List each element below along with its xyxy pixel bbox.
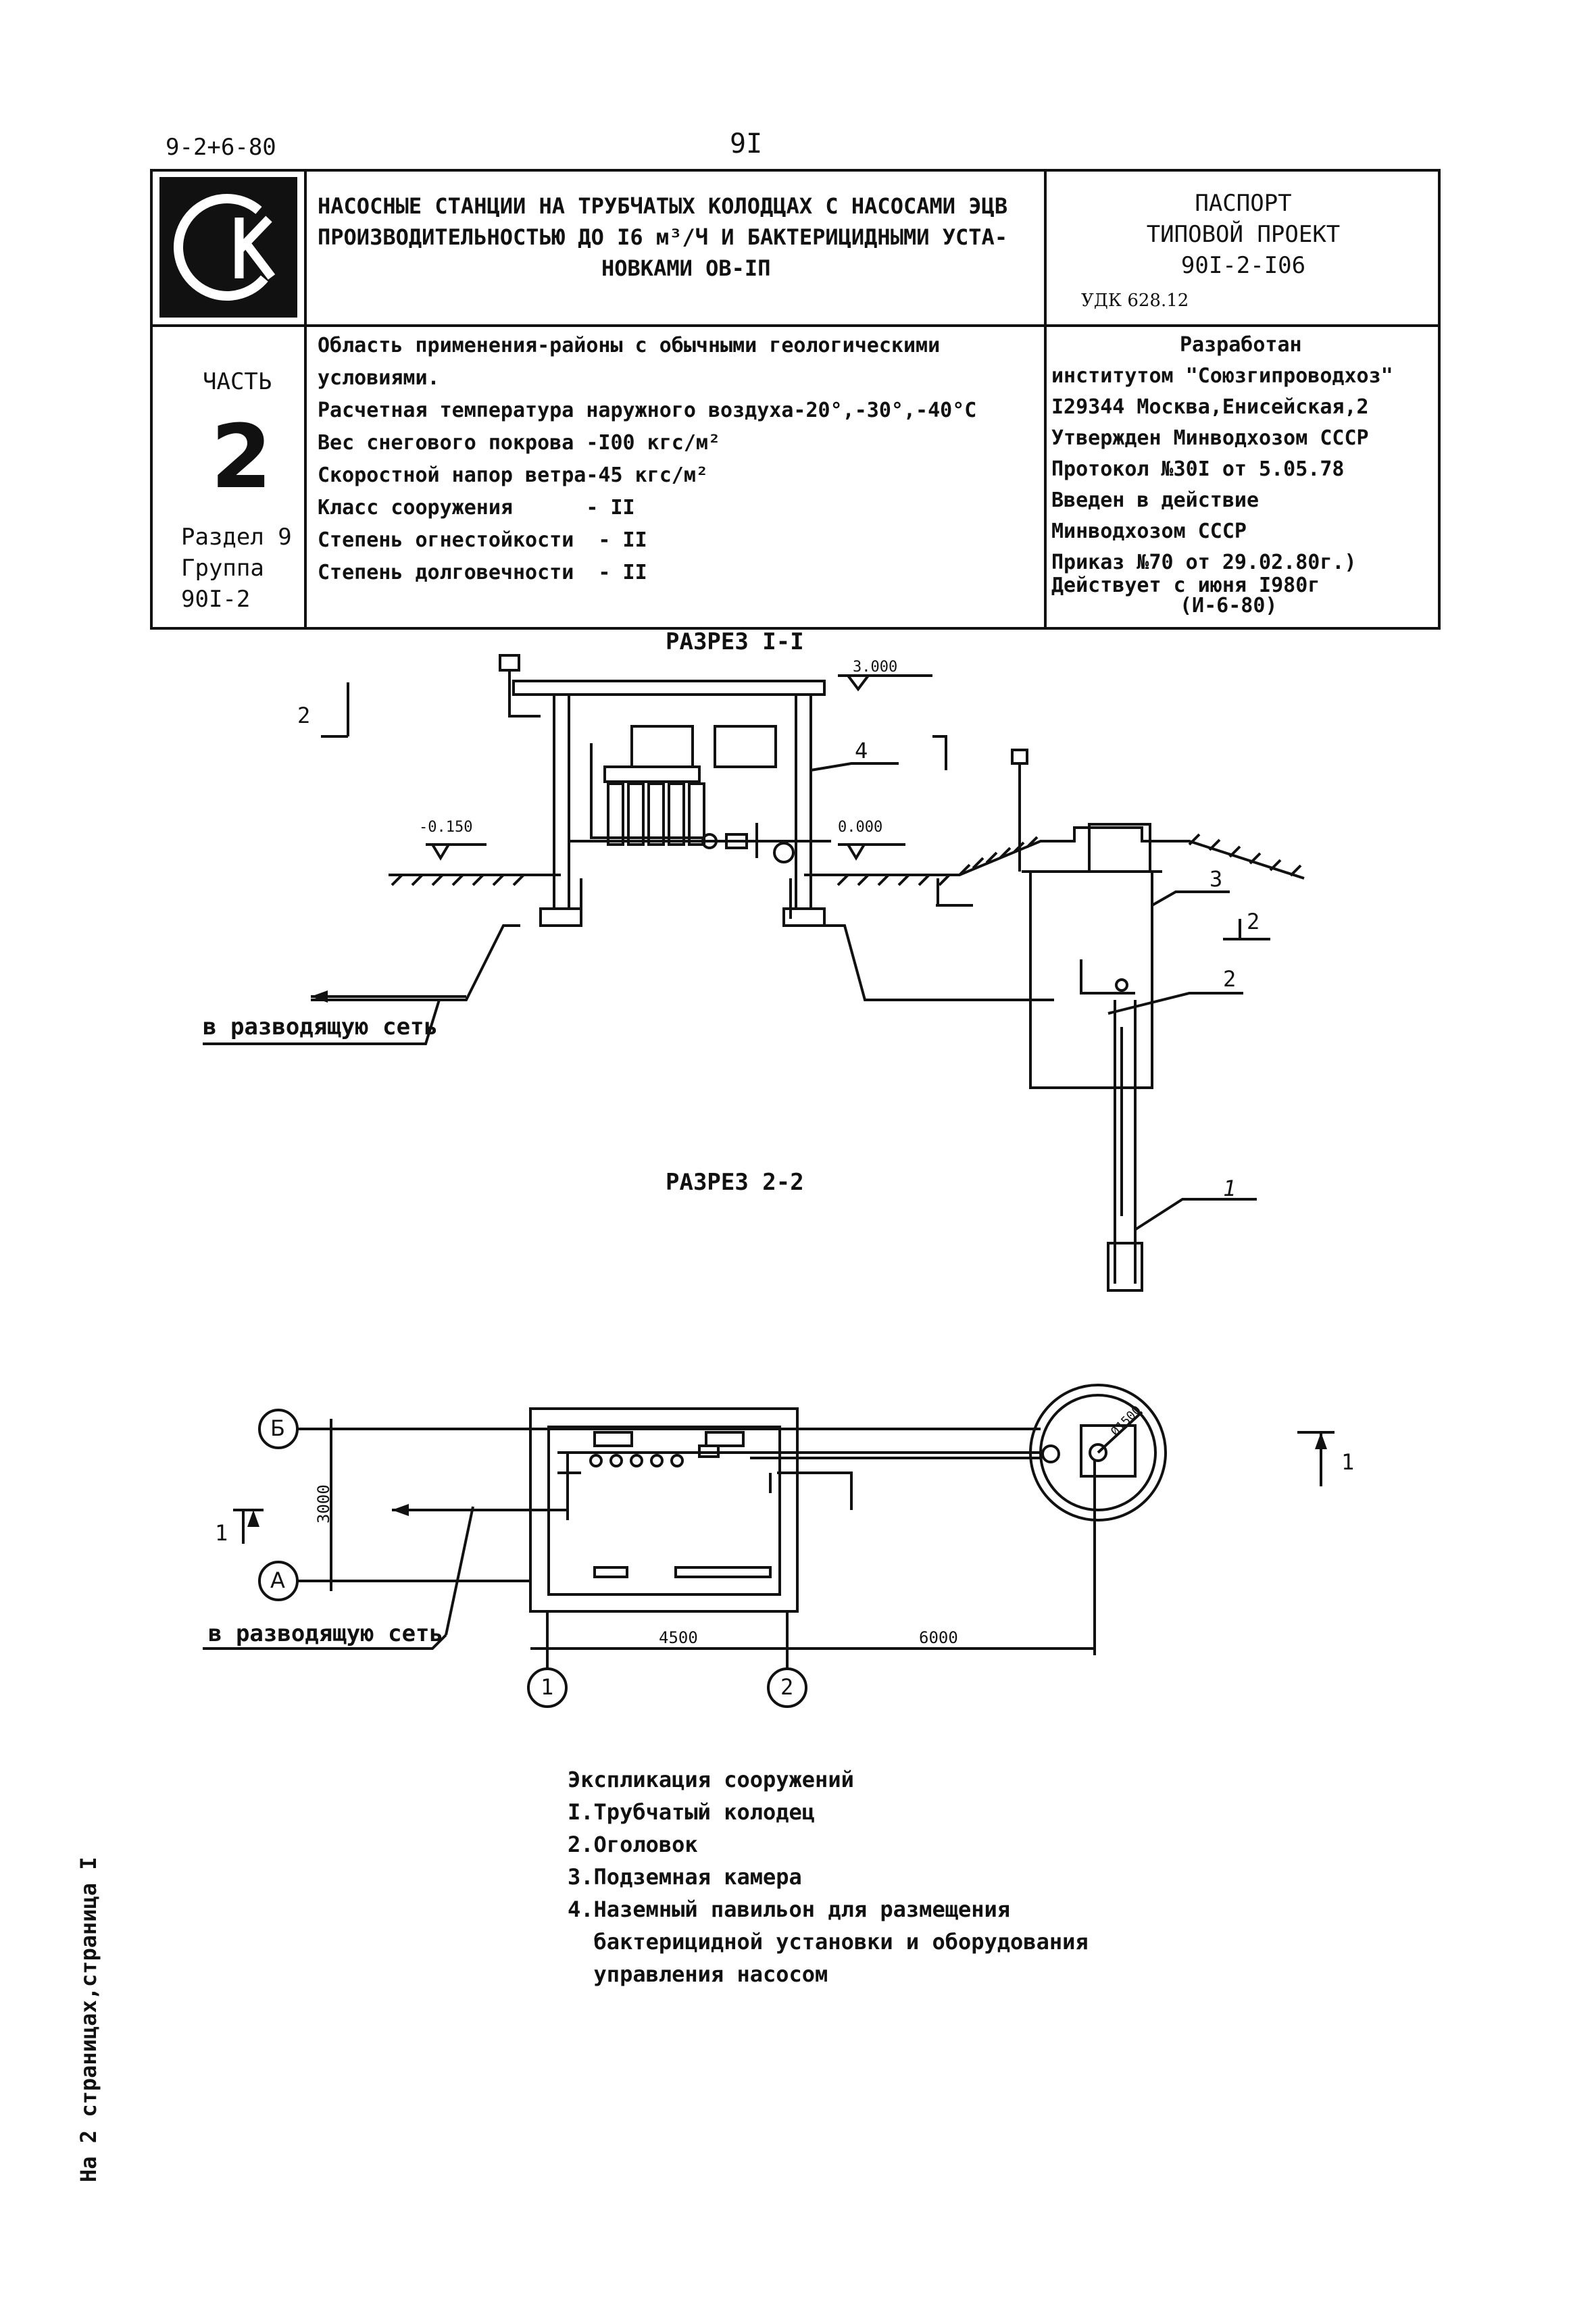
project-number: 90I-2-I06 bbox=[1180, 252, 1306, 279]
developer-line: I29344 Москва,Енисейская,2 bbox=[1051, 395, 1369, 419]
axis-a: А bbox=[270, 1567, 285, 1593]
callout-4: 4 bbox=[855, 738, 868, 763]
passport-block: ПАСПОРТ ТИПОВОЙ ПРОЕКТ 90I-2-I06 bbox=[1068, 188, 1419, 281]
legend-item: I.Трубчатый колодец bbox=[568, 1799, 816, 1825]
cut-mark-2-right: 2 bbox=[1247, 909, 1260, 934]
dim-width-1: 4500 bbox=[659, 1628, 698, 1647]
developer-line: Утвержден Минводхозом СССР bbox=[1051, 426, 1369, 450]
project-title-line: НОВКАМИ ОВ-IП bbox=[601, 255, 771, 281]
project-type: ТИПОВОЙ ПРОЕКТ bbox=[1146, 221, 1341, 248]
condition-line: Степень долговечности - II bbox=[318, 561, 647, 584]
plan-cut-right: 1 bbox=[1341, 1449, 1355, 1475]
developer-line: Разработан bbox=[1180, 333, 1302, 357]
callout-1: 1 bbox=[1223, 1176, 1237, 1201]
axis-2: 2 bbox=[780, 1674, 794, 1700]
section-2-title: РАЗРЕЗ 2-2 bbox=[666, 1169, 804, 1196]
callout-2: 2 bbox=[1223, 966, 1237, 992]
condition-line: условиями. bbox=[318, 366, 440, 390]
condition-line: Область применения-районы с обычными гео… bbox=[318, 334, 941, 357]
level-right: 0.000 bbox=[838, 819, 883, 836]
well-diameter: Ø1500 bbox=[1108, 1403, 1145, 1439]
developer-line: Действует с июня I980г bbox=[1051, 574, 1320, 597]
legend: Экспликация сооружений I.Трубчатый колод… bbox=[568, 1763, 1089, 1990]
callout-3: 3 bbox=[1210, 866, 1223, 892]
condition-line: Степень огнестойкости - II bbox=[318, 528, 647, 552]
developer-line: институтом "Союзгипроводхоз" bbox=[1051, 364, 1393, 388]
group-line: Группа bbox=[181, 555, 264, 582]
passport-title: ПАСПОРТ bbox=[1195, 190, 1292, 217]
legend-item: бактерицидной установки и оборудования bbox=[568, 1929, 1089, 1955]
dim-width-2: 6000 bbox=[919, 1628, 958, 1647]
dim-height: 3000 bbox=[314, 1484, 333, 1524]
section-group: Раздел 9 Группа 90I-2 bbox=[181, 522, 292, 615]
developer-line: (И-6-80) bbox=[1180, 594, 1278, 618]
developer-line: Минводхозом СССР bbox=[1051, 520, 1247, 543]
udk-code: УДК 628.12 bbox=[1081, 291, 1189, 311]
condition-line: Скоростной напор ветра-45 кгс/м² bbox=[318, 463, 708, 487]
plan-cut-left: 1 bbox=[215, 1520, 228, 1546]
legend-item: управления насосом bbox=[568, 1961, 828, 1987]
developer-line: Протокол №30I от 5.05.78 bbox=[1051, 457, 1345, 481]
condition-line: Расчетная температура наружного воздуха-… bbox=[318, 399, 977, 422]
section-line: Раздел 9 bbox=[181, 524, 292, 551]
ck-logo bbox=[159, 177, 297, 318]
cut-mark-2-left: 2 bbox=[297, 703, 311, 728]
project-title: НАСОСНЫЕ СТАНЦИИ НА ТРУБЧАТЫХ КОЛОДЦАХ С… bbox=[318, 191, 1007, 284]
doc-code: 9-2+6-80 bbox=[166, 134, 276, 161]
network-label-section: в разводящую сеть bbox=[203, 1013, 438, 1040]
group-number: 90I-2 bbox=[181, 586, 251, 613]
developer-info: Разработан институтом "Союзгипроводхоз" … bbox=[1051, 330, 1393, 622]
conditions-list: Область применения-районы с обычными гео… bbox=[318, 330, 976, 589]
developer-line: Введен в действие bbox=[1051, 488, 1260, 512]
axis-b: Б bbox=[270, 1415, 285, 1441]
network-label-plan: в разводящую сеть bbox=[208, 1620, 443, 1647]
legend-title: Экспликация сооружений bbox=[568, 1767, 854, 1792]
part-label: ЧАСТЬ bbox=[203, 368, 272, 395]
level-left: -0.150 bbox=[419, 819, 473, 836]
project-title-line: НАСОСНЫЕ СТАНЦИИ НА ТРУБЧАТЫХ КОЛОДЦАХ С… bbox=[318, 193, 1008, 219]
legend-item: 3.Подземная камера bbox=[568, 1864, 802, 1890]
level-top: 3.000 bbox=[853, 659, 898, 676]
condition-line: Вес снегового покрова -I00 кгс/м² bbox=[318, 431, 721, 455]
developer-line: Приказ №70 от 29.02.80г.) bbox=[1051, 551, 1357, 574]
side-page-note: На 2 страницах,страница I bbox=[76, 1857, 101, 2182]
section-1-title: РАЗРЕЗ I-I bbox=[666, 628, 804, 655]
legend-item: 2.Оголовок bbox=[568, 1832, 698, 1857]
project-title-line: ПРОИЗВОДИТЕЛЬНОСТЬЮ ДО I6 м³/Ч И БАКТЕРИ… bbox=[318, 224, 1008, 250]
condition-line: Класс сооружения - II bbox=[318, 496, 635, 520]
legend-item: 4.Наземный павильон для размещения bbox=[568, 1896, 1011, 1922]
part-number: 2 bbox=[211, 405, 272, 508]
page-number: 9I bbox=[730, 128, 763, 159]
axis-1: 1 bbox=[541, 1674, 554, 1700]
